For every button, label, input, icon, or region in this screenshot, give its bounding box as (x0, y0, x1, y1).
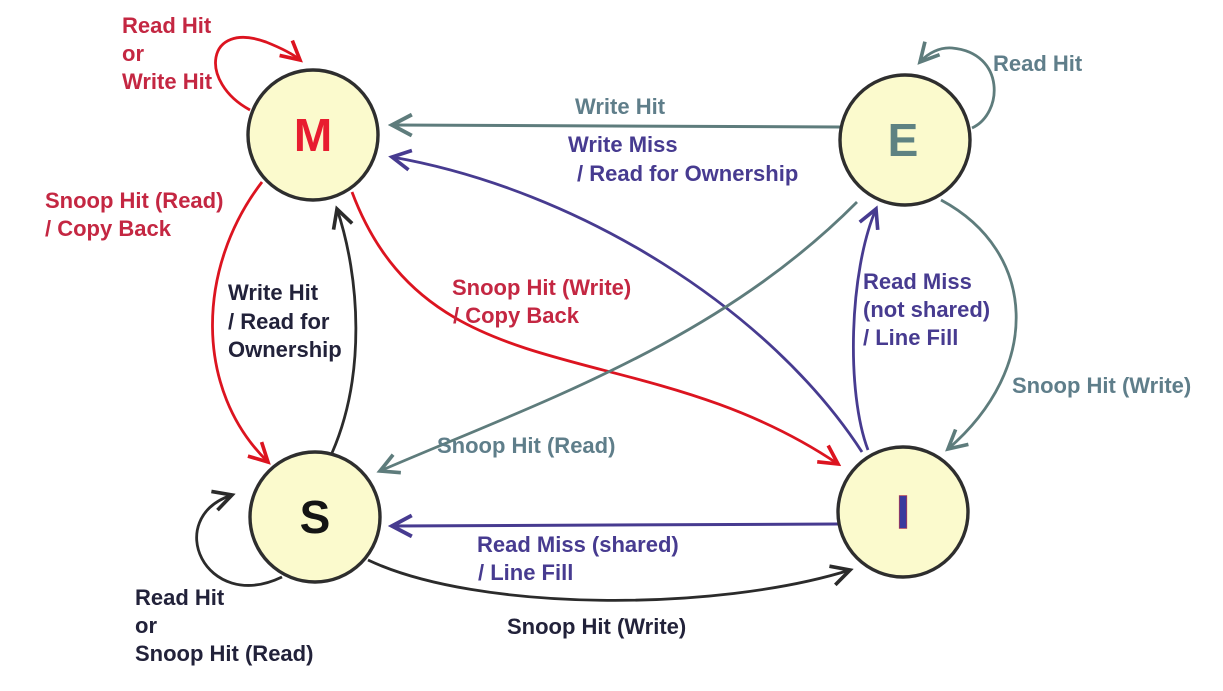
label-s-to-m: Write Hit / Read for Ownership (228, 280, 342, 362)
edge-label-line: / Read for Ownership (577, 161, 798, 186)
edge-m-to-s-arrow (211, 181, 271, 465)
edge-i-to-e-arrow (851, 205, 880, 451)
edge-label-line: / Line Fill (863, 325, 958, 350)
edge-i-to-m-arrow (388, 148, 864, 453)
edge-s-self-arrow (195, 489, 283, 587)
edge-label-line: / Copy Back (453, 303, 580, 328)
label-i-to-e: Read Miss (not shared) / Line Fill (863, 269, 990, 350)
node-e-circle (838, 73, 972, 207)
node-m-circle (246, 68, 380, 202)
label-i-to-s: Read Miss (shared) / Line Fill (477, 532, 679, 585)
edge-label-line: Snoop Hit (Write) (1012, 373, 1191, 398)
edge-label-line: / Copy Back (45, 216, 172, 241)
edge-label-line: Write Hit (575, 94, 666, 119)
node-i-label: I (897, 486, 910, 538)
node-s-label: S (300, 491, 331, 543)
edge-label-line: Snoop Hit (Write) (452, 275, 631, 300)
edge-label-line: Read Hit (122, 13, 212, 38)
edge-label-line: Read Miss (shared) (477, 532, 679, 557)
edge-m-to-i-arrow (350, 191, 842, 467)
node-invalid: I (836, 445, 970, 579)
node-modified: M (246, 68, 380, 202)
node-m-label: M (294, 109, 332, 161)
edge-label-line: Write Hit (228, 280, 319, 305)
edge-label-line: Write Miss (568, 132, 678, 157)
label-i-to-m: Write Miss / Read for Ownership (568, 132, 798, 186)
edge-e-to-m-arrow (387, 112, 841, 138)
edge-e-to-s-arrow (376, 201, 858, 475)
edge-s-to-m-arrow (330, 205, 358, 454)
edge-label-line: Snoop Hit (Read) (45, 188, 223, 213)
label-s-self: Read Hit or Snoop Hit (Read) (135, 585, 313, 666)
label-m-to-s: Snoop Hit (Read) / Copy Back (45, 188, 223, 241)
edge-label-line: Write Hit (122, 69, 213, 94)
node-exclusive: E (838, 73, 972, 207)
label-e-to-s: Snoop Hit (Read) (437, 433, 615, 458)
node-shared: S (248, 450, 382, 584)
edge-label-line: / Read for (228, 309, 330, 334)
edge-i-to-s-arrow (387, 513, 839, 539)
edge-label-line: or (135, 613, 157, 638)
edge-m-self-arrow (214, 35, 303, 112)
edge-label-line: Ownership (228, 337, 342, 362)
edge-label-line: Read Hit (135, 585, 225, 610)
node-i-circle (836, 445, 970, 579)
edge-label-line: Snoop Hit (Write) (507, 614, 686, 639)
label-m-self: Read Hit or Write Hit (122, 13, 213, 94)
edge-label-line: Read Hit (993, 51, 1083, 76)
edge-label-line: Snoop Hit (Read) (437, 433, 615, 458)
edge-s-to-i-arrow (367, 558, 854, 602)
edge-label-line: / Line Fill (478, 560, 573, 585)
label-e-to-i: Snoop Hit (Write) (1012, 373, 1191, 398)
edge-e-to-i-arrow (940, 198, 1018, 452)
edge-e-self-arrow (917, 41, 996, 130)
node-e-label: E (888, 114, 919, 166)
edge-label-line: Snoop Hit (Read) (135, 641, 313, 666)
edge-label-line: Read Miss (863, 269, 972, 294)
label-m-to-i: Snoop Hit (Write) / Copy Back (452, 275, 631, 328)
node-s-circle (248, 450, 382, 584)
label-s-to-i: Snoop Hit (Write) (507, 614, 686, 639)
edge-label-line: (not shared) (863, 297, 990, 322)
edge-label-line: or (122, 41, 144, 66)
label-e-to-m: Write Hit (575, 94, 666, 119)
label-e-self: Read Hit (993, 51, 1083, 76)
